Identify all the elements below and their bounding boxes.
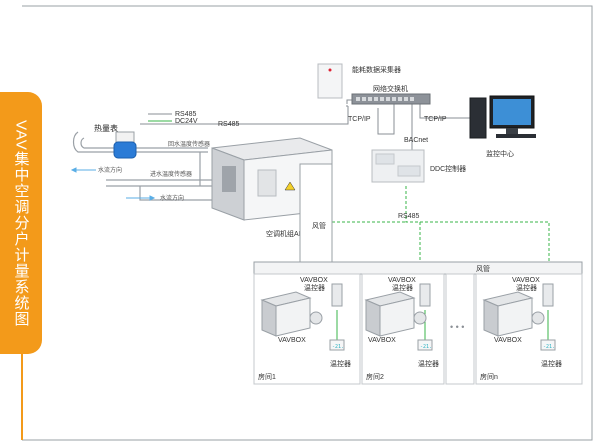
bacnet-label: BACnet [404, 137, 428, 144]
rs485-bottom-label: RS485 [398, 213, 420, 220]
vertical-duct-label: 风管 [312, 221, 326, 230]
energy-collector-device [317, 63, 343, 99]
room-1-vavbox-label: VAVBOX [278, 337, 306, 344]
room-2-vavbox-label: VAVBOX [368, 337, 396, 344]
room-n-thermostat [540, 339, 556, 351]
room-2-name: 房间2 [366, 372, 384, 381]
room-1-display: -21. [332, 344, 344, 350]
room-1-thermostat-label: 温控器 [330, 359, 351, 368]
system-title-banner: VAV集中空调分户计量系统图 [0, 92, 42, 354]
room-2-thermostat-label: 温控器 [418, 359, 439, 368]
room-1-controller [331, 283, 343, 307]
room-1-name: 房间1 [258, 372, 276, 381]
room-1-controller-top: 温控器 [304, 283, 325, 292]
room-2-controller-top: 温控器 [392, 283, 413, 292]
room-n-name: 房间n [480, 372, 498, 381]
heat-meter-device [113, 131, 137, 159]
flow-arrows [70, 167, 156, 201]
tcpip-left-label: TCP/IP [348, 116, 371, 123]
room-n-vavbox-top: VAVBOX [512, 277, 540, 284]
vertical-duct [299, 163, 333, 269]
room-2-vavbox-top: VAVBOX [388, 277, 416, 284]
system-title: VAV集中空调分户计量系统图 [12, 119, 30, 327]
monitor-center-label: 监控中心 [486, 149, 514, 158]
rs485-top-label: RS485 [218, 121, 240, 128]
room-panels [253, 273, 583, 385]
room-1-vavbox-top: VAVBOX [300, 277, 328, 284]
dc24v-legend: DC24V [175, 118, 198, 125]
room-2-controller [419, 283, 431, 307]
ddc-controller-device [371, 149, 425, 183]
supply-temp-label: 进水温度传感器 [150, 170, 192, 178]
room-n-thermostat-label: 温控器 [541, 359, 562, 368]
return-temp-label: 回水温度传感器 [168, 140, 210, 148]
switch-label: 网络交换机 [373, 84, 408, 93]
network-switch-device [351, 93, 431, 105]
monitor-center-computer [469, 95, 536, 139]
room-1-thermostat [329, 339, 345, 351]
rs485-bus [331, 186, 550, 268]
ddc-label: DDC控制器 [430, 164, 466, 173]
rs485-legend: RS485 [175, 111, 197, 118]
room-n-controller [542, 283, 554, 307]
flow-direction-2: 水流方向 [160, 194, 184, 202]
room-n-controller-top: 温控器 [516, 283, 537, 292]
more-rooms-ellipsis: • • • [450, 322, 464, 332]
horizontal-duct-label: 风管 [476, 264, 490, 273]
heat-meter-label: 热量表 [94, 123, 118, 133]
switch-ports [356, 97, 414, 101]
room-n: VAVBOX 温控器 VAVBOX -21. 温控器 房间n [480, 277, 562, 381]
collector-led [328, 68, 332, 72]
room-n-vavbox-label: VAVBOX [494, 337, 522, 344]
room-2: VAVBOX 温控器 VAVBOX -21. 温控器 房间2 [364, 277, 439, 381]
room-1: VAVBOX 温控器 VAVBOX -21. 温控器 房间1 [258, 277, 351, 381]
room-2-thermostat [417, 339, 433, 351]
horizontal-duct [253, 261, 583, 275]
energy-collector-label: 能耗数据采集器 [352, 65, 401, 74]
ahu-label: 空调机组AHU [266, 229, 309, 238]
flow-direction-1: 水流方向 [98, 166, 122, 174]
water-pipes [72, 131, 212, 201]
tcpip-right-label: TCP/IP [424, 116, 447, 123]
room-n-display: -21. [543, 344, 555, 350]
diagram-frame [22, 5, 593, 441]
room-2-display: -21. [420, 344, 432, 350]
